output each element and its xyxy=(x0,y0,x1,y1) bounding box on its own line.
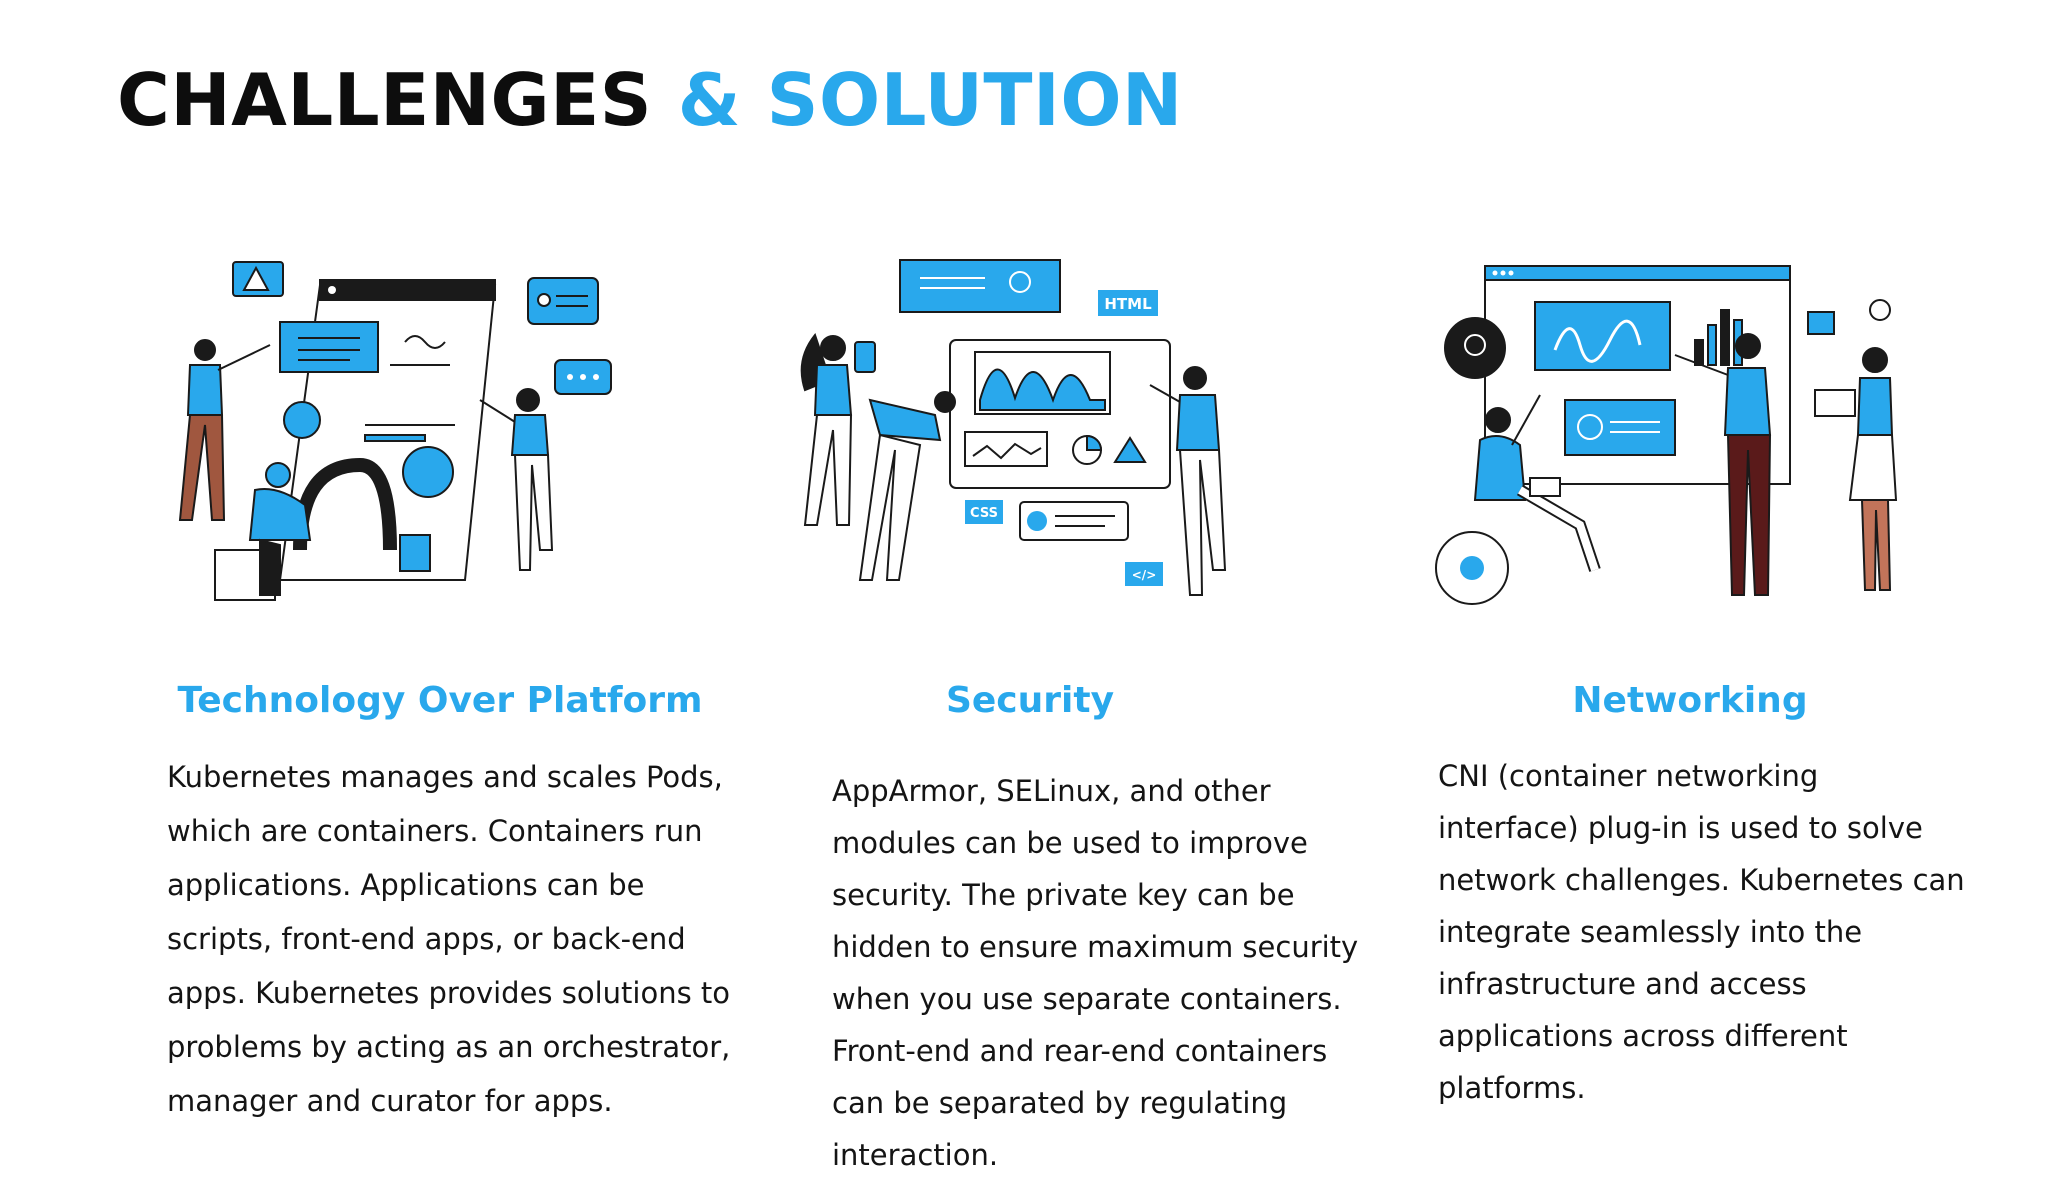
column-body-security: AppArmor, SELinux, and other modules can… xyxy=(832,774,1359,1172)
title-part-challenges: CHALLENGES xyxy=(117,58,653,142)
column-heading-networking: Networking xyxy=(1572,680,1808,721)
code-badge: </> xyxy=(1132,568,1157,582)
column-heading-technology: Technology Over Platform xyxy=(177,680,703,721)
css-badge: CSS xyxy=(970,506,998,521)
team-web-development-illustration: HTML CSS </> xyxy=(775,250,1295,620)
title-part-solution: & SOLUTION xyxy=(677,58,1183,142)
team-presentation-illustration xyxy=(1410,250,1930,620)
html-badge: HTML xyxy=(1104,295,1152,313)
column-body-networking: CNI (container networking interface) plu… xyxy=(1438,759,1965,1105)
column-heading-security: Security xyxy=(945,680,1115,721)
team-building-app-illustration xyxy=(160,250,680,620)
column-body-technology: Kubernetes manages and scales Pods, whic… xyxy=(167,760,731,1118)
slide-title: CHALLENGES & SOLUTION xyxy=(117,64,1183,136)
